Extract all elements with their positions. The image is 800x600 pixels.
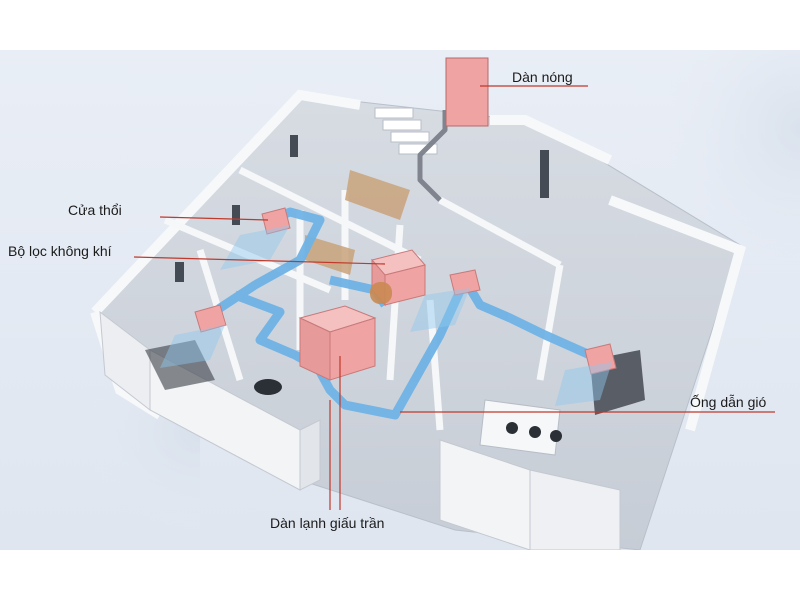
- air-filter-box: [370, 249, 426, 307]
- supply-grilles: [160, 207, 617, 406]
- house-floorplan: [90, 89, 747, 550]
- diagram-canvas: Dàn nóng Cửa thổi Bộ lọc không khí Ống d…: [0, 50, 800, 550]
- label-outdoor-unit: Dàn nóng: [512, 69, 573, 85]
- furniture: [145, 340, 645, 456]
- ducted-indoor-unit: [298, 305, 377, 381]
- house-hvac-diagram: Dàn nóng Cửa thổi Bộ lọc không khí Ống d…: [0, 50, 800, 550]
- label-air-duct: Ống dẫn gió: [690, 393, 766, 410]
- label-ducted-indoor-unit: Dàn lạnh giấu trần: [270, 515, 384, 531]
- leader-lines: [133, 85, 775, 510]
- outdoor-unit: [445, 57, 489, 127]
- label-air-filter: Bộ lọc không khí: [8, 243, 112, 259]
- label-supply-grille: Cửa thổi: [68, 202, 122, 218]
